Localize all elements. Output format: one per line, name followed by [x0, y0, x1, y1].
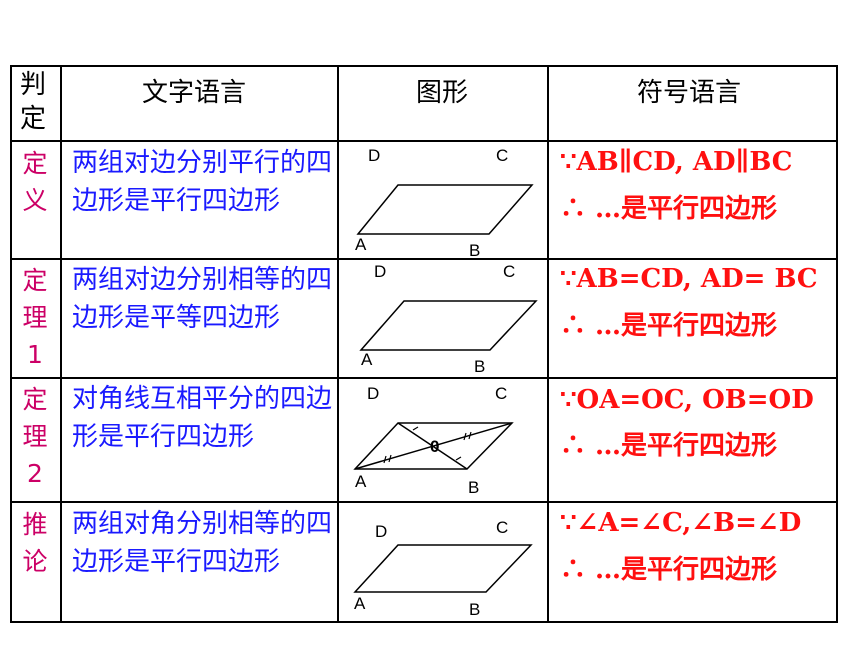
header-symbol-language: 符号语言 — [637, 78, 742, 108]
vertex-label-a: A — [361, 350, 373, 369]
header-judge: 判 定 — [20, 70, 47, 134]
vertex-label-c: C — [503, 262, 516, 281]
parallelogram-figure-theorem1 — [359, 300, 538, 351]
vertex-label-b: B — [469, 600, 481, 619]
row-category-corollary: 推 论 — [22, 510, 48, 576]
vertex-label-c: C — [496, 518, 509, 537]
row-description-theorem1: 两组对边分别相等的四边形是平等四边形 — [72, 265, 333, 333]
row-description-corollary: 两组对角分别相等的四边形是平行四边形 — [72, 509, 333, 577]
vertex-label-a: A — [355, 235, 367, 254]
vertex-label-d: D — [375, 522, 388, 541]
parallelogram-figure-definition — [356, 184, 534, 235]
row-symbol-line2-corollary: ∴ …是平行四边形 — [560, 555, 778, 585]
row-symbol-line1-theorem1: ∵AB=CD, AD= BC — [560, 264, 818, 294]
vertex-label-b: B — [474, 357, 486, 376]
header-figure: 图形 — [416, 78, 469, 108]
row-category-definition: 定 义 — [22, 149, 48, 215]
vertex-label-d: D — [374, 262, 387, 281]
vertex-label-c: C — [496, 146, 509, 165]
vertex-label-c: C — [495, 384, 508, 403]
vertex-label-a: A — [355, 472, 367, 491]
parallelogram-figure-corollary — [353, 544, 533, 593]
row-description-theorem2: 对角线互相平分的四边形是平行四边形 — [72, 384, 333, 452]
row-symbol-line2-theorem1: ∴ …是平行四边形 — [560, 311, 778, 341]
row-symbol-line2-definition: ∴ …是平行四边形 — [560, 194, 778, 224]
row-symbol-line1-definition: ∵AB∥CD, AD∥BC — [560, 147, 793, 177]
parallelogram-figure-theorem2 — [353, 422, 514, 470]
vertex-label-b: B — [469, 241, 481, 260]
vertex-label-o: 0 — [430, 437, 440, 456]
row-symbol-line2-theorem2: ∴ …是平行四边形 — [560, 431, 778, 461]
row-category-theorem2: 定 理 2 — [22, 385, 48, 488]
vertex-label-a: A — [354, 594, 366, 613]
row-description-definition: 两组对边分别平行的四边形是平行四边形 — [72, 148, 333, 216]
vertex-label-d: D — [368, 146, 381, 165]
row-category-theorem1: 定 理 1 — [22, 266, 48, 369]
row-symbol-line1-corollary: ∵∠A=∠C,∠B=∠D — [560, 508, 802, 538]
header-text-language: 文字语言 — [142, 78, 247, 108]
vertex-label-b: B — [468, 478, 480, 497]
row-symbol-line1-theorem2: ∵OA=OC, OB=OD — [560, 385, 814, 415]
vertex-label-d: D — [367, 384, 380, 403]
